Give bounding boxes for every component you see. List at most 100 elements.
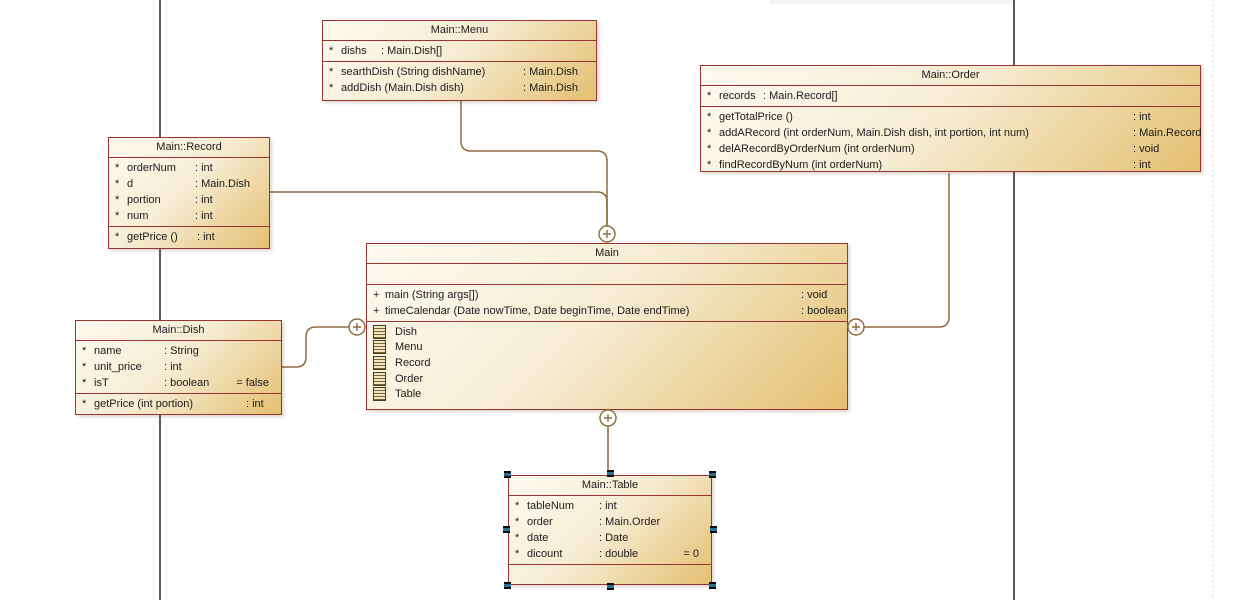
nested-row[interactable]: Menu (367, 340, 847, 356)
visibility-marker: * (82, 377, 87, 389)
attr-row[interactable]: *dicount: double= 0 (509, 546, 711, 562)
top-edge-strip (770, 0, 1014, 4)
attribute-type: : boolean (164, 377, 210, 389)
nested-class-name: Order (395, 372, 424, 385)
nested-class-icon (373, 355, 386, 370)
selection-handle-w[interactable] (503, 526, 510, 533)
attribute-type: : int (195, 162, 213, 174)
selection-handle-ne[interactable] (709, 471, 716, 478)
class-main-order[interactable]: Main::Order *records: Main.Record[] *get… (700, 65, 1201, 172)
attribute-name: records (719, 90, 756, 102)
class-main-record[interactable]: Main::Record *orderNum: int*d: Main.Dish… (108, 137, 270, 249)
visibility-marker: * (515, 532, 520, 544)
attributes-compartment: *orderNum: int*d: Main.Dish*portion: int… (109, 157, 269, 226)
connector-order-main[interactable] (864, 173, 950, 328)
attr-row[interactable]: *order: Main.Order (509, 514, 711, 530)
attribute-type: : int (195, 210, 213, 222)
operation-signature: getPrice () (127, 231, 178, 243)
attr-row[interactable]: *name: String (76, 343, 281, 359)
class-main[interactable]: Main +main (String args[]): void+timeCal… (366, 243, 848, 410)
visibility-marker: * (515, 516, 520, 528)
connector-menu-main[interactable] (460, 101, 608, 226)
connector-record-main[interactable] (270, 191, 608, 226)
selection-handle-s[interactable] (607, 583, 614, 590)
selection-handle-sw[interactable] (504, 582, 511, 589)
visibility-marker: + (373, 305, 380, 317)
op-row[interactable]: +main (String args[]): void (367, 287, 847, 303)
op-row[interactable]: *findRecordByNum (int orderNum): int (701, 157, 1200, 173)
selection-handle-e[interactable] (710, 526, 717, 533)
selection-handle-se[interactable] (709, 582, 716, 589)
op-row[interactable]: *searthDish (String dishName): Main.Dish (323, 64, 596, 80)
connector-dish-main[interactable] (282, 326, 349, 368)
nested-class-name: Dish (395, 325, 418, 338)
attribute-type: : int (599, 500, 617, 512)
class-title[interactable]: Main::Dish (152, 324, 205, 336)
op-row[interactable]: *getPrice (): int (109, 229, 269, 245)
attribute-type: : int (164, 361, 182, 373)
attribute-name: num (127, 210, 149, 222)
visibility-marker: * (707, 143, 712, 155)
selection-handle-n[interactable] (607, 470, 614, 477)
class-main-table[interactable]: Main::Table *tableNum: int*order: Main.O… (508, 475, 712, 585)
attr-row[interactable]: *d: Main.Dish (109, 176, 269, 192)
attr-row[interactable]: *dishs: Main.Dish[] (323, 43, 596, 59)
attr-row[interactable]: *date: Date (509, 530, 711, 546)
operation-signature: addARecord (int orderNum, Main.Dish dish… (719, 127, 1029, 139)
attr-row[interactable]: *tableNum: int (509, 498, 711, 514)
op-row[interactable]: *addDish (Main.Dish dish): Main.Dish (323, 80, 596, 96)
operations-compartment: *searthDish (String dishName): Main.Dish… (323, 61, 596, 98)
visibility-marker: * (82, 361, 87, 373)
class-title[interactable]: Main::Table (581, 479, 639, 491)
operation-signature: timeCalendar (Date nowTime, Date beginTi… (385, 305, 690, 317)
nested-row[interactable]: Order (367, 371, 847, 387)
attribute-default: = 0 (683, 548, 699, 560)
attribute-name: d (127, 178, 134, 190)
attributes-compartment: *name: String * unit_price : int *isT: boole… (76, 340, 281, 393)
selection-handle-nw[interactable] (504, 471, 511, 478)
attribute-type: : double (599, 548, 639, 560)
operations-compartment: +main (String args[]): void+timeCalendar… (367, 284, 847, 321)
class-title[interactable]: Main::Record (156, 141, 222, 153)
visibility-marker: * (515, 548, 520, 560)
operation-return-type: : int (197, 231, 215, 243)
visibility-marker: * (707, 111, 712, 123)
op-row[interactable]: * addARecord (int orderNum, Main.Dish dis… (701, 125, 1201, 141)
op-row[interactable]: *getPrice (int portion): int (76, 396, 281, 412)
visibility-marker: * (115, 178, 120, 190)
attr-row[interactable]: *num: int (109, 208, 269, 224)
attr-row[interactable]: *portion: int (109, 192, 269, 208)
operation-return-type: : void (1133, 143, 1160, 155)
visibility-marker: * (707, 127, 712, 139)
nested-row[interactable]: Dish (367, 324, 847, 340)
nested-class-name: Menu (395, 341, 423, 354)
visibility-marker: * (329, 45, 334, 57)
attr-row[interactable]: * unit_price : int (76, 359, 281, 375)
nested-class-name: Table (395, 388, 422, 401)
attr-row[interactable]: *isT: boolean= false (76, 375, 281, 391)
nested-class-icon (373, 340, 386, 355)
class-main-menu[interactable]: Main::Menu *dishs: Main.Dish[] *searthDi… (322, 20, 597, 101)
attribute-name: order (527, 516, 553, 528)
attr-row[interactable]: *records: Main.Record[] (701, 88, 1200, 104)
visibility-marker: * (707, 159, 712, 171)
attribute-name: dishs (341, 45, 367, 57)
class-title[interactable]: Main::Menu (430, 24, 489, 36)
class-title[interactable]: Main (595, 247, 619, 259)
nested-class-name: Record (395, 356, 431, 369)
nested-row[interactable]: Record (367, 355, 847, 371)
operation-signature: delARecordByOrderNum (int orderNum) (719, 143, 915, 155)
attr-row[interactable]: *orderNum: int (109, 160, 269, 176)
visibility-marker: * (82, 398, 87, 410)
class-title[interactable]: Main::Order (921, 69, 980, 81)
nested-row[interactable]: Table (367, 386, 847, 402)
op-row[interactable]: *getTotalPrice (): int (701, 109, 1200, 125)
operation-signature: findRecordByNum (int orderNum) (719, 159, 883, 171)
attribute-name: unit_price (94, 361, 142, 373)
op-row[interactable]: + timeCalendar (Date nowTime, Date beginT… (367, 303, 847, 319)
operation-return-type: : Main.Dish (523, 82, 579, 94)
op-row[interactable]: * delARecordByOrderNum (int orderNum) : vo… (701, 141, 1200, 157)
visibility-marker: + (373, 289, 380, 301)
class-main-dish[interactable]: Main::Dish *name: String* unit_price : int… (75, 320, 282, 415)
